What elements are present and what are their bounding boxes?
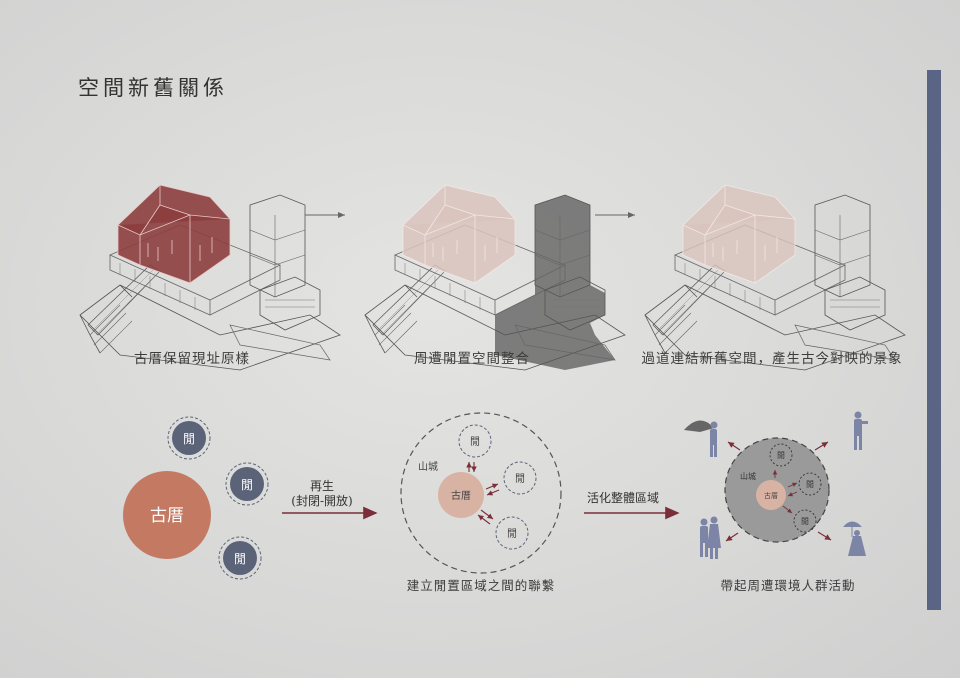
- link-arrows: [772, 470, 798, 514]
- old-house-label: 古厝: [451, 489, 471, 502]
- activate-label: 活化整體區域: [587, 490, 659, 505]
- diagram-caption-2: 帶起周遭環境人群活動: [720, 578, 856, 593]
- area-label: 山城: [740, 471, 756, 481]
- old-house-label: 古厝: [764, 491, 778, 500]
- diagram-2: 山城 古厝 閒 閒 閒: [400, 412, 562, 574]
- regen-label-line1: 再生: [310, 479, 334, 493]
- idle-label: 閒: [507, 528, 517, 540]
- idle-label: 閒: [777, 451, 785, 460]
- regen-label-line2: (封閉-開放): [291, 493, 352, 508]
- stage-caption-3: 過道連結新舊空間，產生古今對映的景象: [641, 351, 903, 367]
- idle-label: 閒: [183, 432, 195, 446]
- old-house-label: 古厝: [150, 506, 184, 526]
- idle-node: 閒: [167, 416, 211, 460]
- idle-node: [769, 443, 793, 467]
- idle-node: 閒: [218, 536, 262, 580]
- diagram-1: 古厝 閒 閒 閒: [123, 416, 269, 580]
- stage-caption-2: 周遭閒置空間整合: [414, 351, 530, 367]
- diagram-caption-1: 建立閒置區域之間的聯繫: [406, 578, 556, 593]
- idle-label: 閒: [241, 478, 253, 492]
- stage-1-building: [79, 184, 341, 371]
- idle-node: [458, 424, 492, 458]
- idle-node: [495, 516, 529, 550]
- old-house-node: [756, 480, 786, 510]
- stage-caption-1: 古厝保留現址原樣: [134, 351, 250, 367]
- link-arrows: [466, 462, 500, 525]
- people-figures: [684, 411, 868, 559]
- idle-label: 閒: [515, 473, 525, 485]
- old-house-node: [123, 471, 211, 559]
- area-label: 山城: [418, 461, 438, 473]
- area-boundary: [400, 412, 562, 574]
- idle-label: 閒: [470, 436, 480, 448]
- idle-node: [793, 509, 817, 533]
- idle-label: 閒: [801, 517, 809, 526]
- outward-arrows: [725, 441, 832, 542]
- page-title: 空間新舊關係: [78, 76, 228, 100]
- stage-3-building: [644, 184, 906, 371]
- diagram-3: 山城 古厝 閒 閒 閒: [684, 411, 868, 559]
- stage-2-building: [364, 184, 626, 371]
- idle-node: [503, 461, 537, 495]
- idle-label: 閒: [234, 552, 246, 566]
- idle-label: 閒: [806, 480, 814, 489]
- old-house-node: [438, 472, 484, 518]
- idle-node: 閒: [225, 462, 269, 506]
- idle-node: [798, 472, 822, 496]
- accent-sidebar-bar: [927, 70, 941, 610]
